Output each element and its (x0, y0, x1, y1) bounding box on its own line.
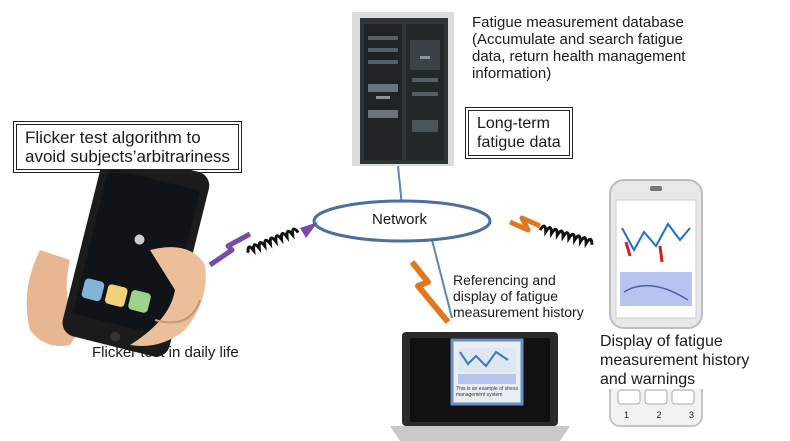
keypad-digit: 2 (656, 410, 662, 420)
server-caption: Fatigue measurement database (Accumulate… (472, 14, 685, 82)
server-caption-line: Fatigue measurement database (472, 14, 684, 31)
mobile-caption-line: and warnings (600, 371, 696, 388)
laptop-screen-line: management system (456, 392, 503, 398)
algorithm-line: Flicker test algorithm to (25, 128, 201, 147)
algorithm-line: avoid subjects’arbitrariness (25, 147, 231, 166)
keypad-digits: 1 2 3 (624, 410, 694, 420)
laptop-link-line (429, 231, 453, 319)
server-caption-line: information) (472, 65, 552, 82)
algorithm-box: Flicker test algorithm to avoid subjects… (12, 121, 243, 173)
long-term-data-box: Long-term fatigue data (465, 107, 573, 159)
mobile-caption-line: Display of fatigue (600, 333, 723, 350)
phone-caption: Flicker test in daily life (92, 344, 239, 361)
laptop-caption-line: measurement history (453, 304, 584, 320)
laptop-caption-line: display of fatigue (453, 288, 559, 304)
mobile-caption: Display of fatigue measurement history a… (600, 332, 750, 389)
smartphone-image (26, 151, 210, 357)
laptop-caption: Referencing and display of fatigue measu… (453, 272, 584, 320)
server-caption-line: data, return health management (472, 48, 686, 65)
keypad-digit: 3 (688, 410, 694, 420)
mobile-wireless-link (508, 215, 594, 249)
laptop-image (390, 332, 570, 441)
server-link-line (397, 165, 403, 207)
flip-phone-image (609, 179, 703, 427)
keypad-digit: 1 (624, 410, 630, 420)
network-ellipse (312, 199, 492, 243)
laptop-screen-line: This is an example of stress (456, 386, 518, 392)
network-label: Network (372, 211, 428, 228)
long-term-data-line: fatigue data (477, 134, 561, 151)
server-caption-line: (Accumulate and search fatigue (472, 31, 683, 48)
phone-wireless-link (208, 222, 318, 268)
laptop-screen-text: This is an example of stress management … (456, 386, 518, 398)
laptop-caption-line: Referencing and (453, 272, 556, 288)
mobile-caption-line: measurement history (600, 352, 750, 369)
server-rack-image (352, 12, 454, 166)
long-term-data-line: Long-term (477, 115, 550, 132)
laptop-lightning-link (409, 260, 451, 324)
